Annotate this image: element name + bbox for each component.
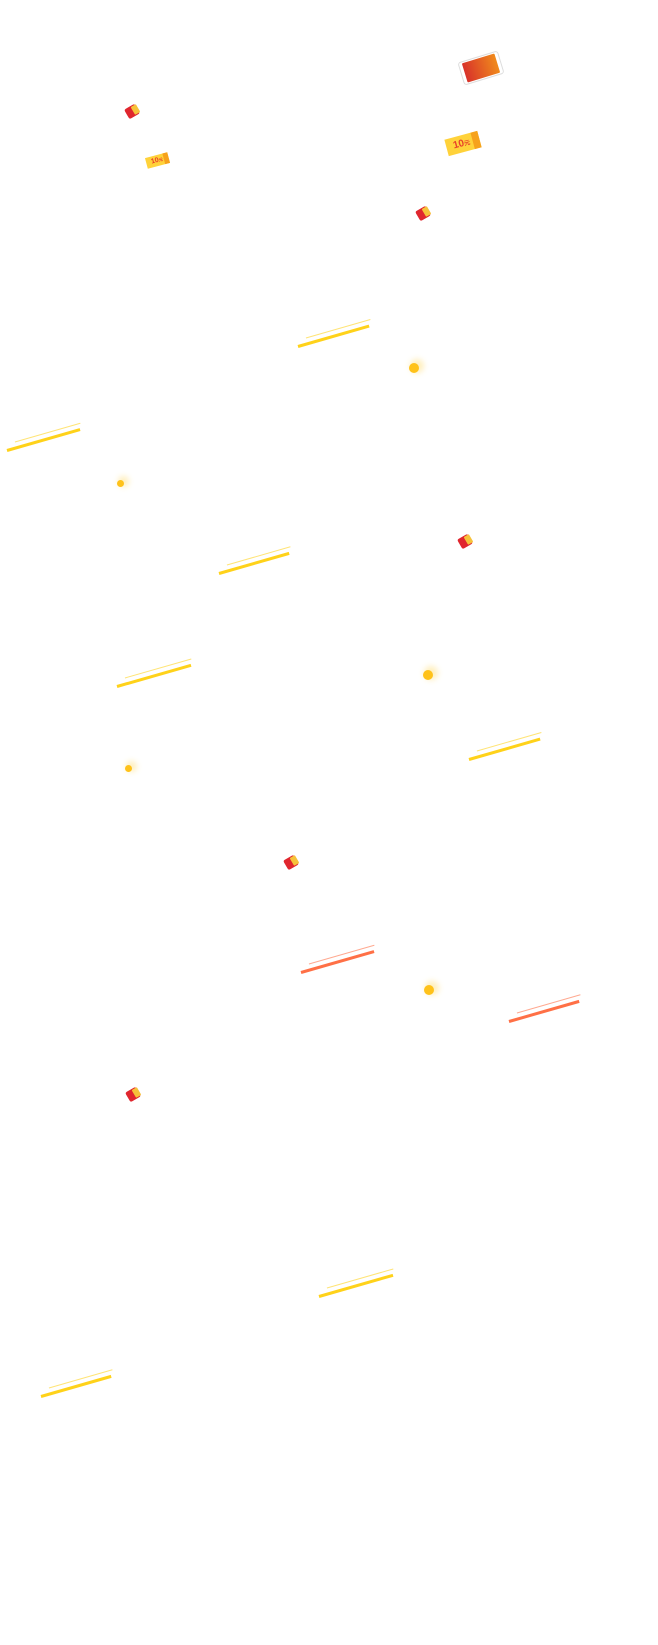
streak-line [508, 999, 580, 1023]
streak-line [116, 663, 192, 688]
phone-icon [457, 50, 505, 86]
streak-line [300, 950, 375, 974]
coin-icon [424, 985, 434, 995]
coin-icon [423, 670, 433, 680]
coin-icon [409, 363, 419, 373]
streak-line [297, 324, 370, 348]
red-envelope-icon [283, 854, 299, 871]
coupon-unit: 元 [463, 140, 472, 148]
streak-line [6, 428, 81, 452]
streak-line [40, 1374, 112, 1398]
red-envelope-icon [415, 205, 431, 222]
red-envelope-icon [457, 533, 473, 550]
streak-line [318, 1273, 394, 1298]
streak-line [218, 551, 290, 575]
red-envelope-icon [125, 1086, 141, 1103]
streak-line [468, 737, 541, 761]
coin-icon [117, 480, 124, 487]
red-envelope-icon [124, 103, 140, 120]
coin-icon [125, 765, 132, 772]
